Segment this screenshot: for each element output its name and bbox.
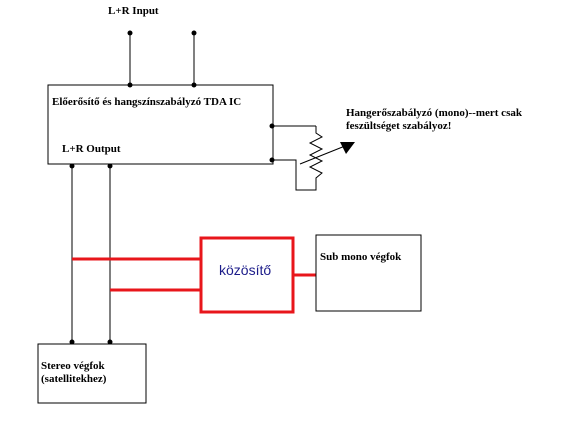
input-node-left [127,82,133,88]
output-node-left [69,163,75,169]
mixer-block [199,236,295,314]
pot-label: Hangerőszabályzó (mono)--mert csak feszü… [346,107,522,132]
stereo-amp-label: Stereo végfok (satellitekhez) [41,360,107,385]
input-label: L+R Input [108,5,159,17]
ic-label: Előerősítő és hangszínszabályzó TDA IC [52,96,242,108]
sub-amp-label: Sub mono végfok [320,251,402,263]
stereo-amp-block [37,343,147,404]
sub-amp-block [315,234,422,312]
potentiometer-resistor [272,126,324,191]
output-label: L+R Output [62,143,121,155]
stereo-node-right [107,339,113,345]
input-terminal-left [127,30,133,36]
pot-wiper [299,143,351,165]
output-node-right [107,163,113,169]
stereo-node-left [69,339,75,345]
input-node-right [191,82,197,88]
pot-wiper-arrowhead [340,142,355,154]
input-terminal-right [191,30,197,36]
mixer-label: közösítő [219,262,272,278]
